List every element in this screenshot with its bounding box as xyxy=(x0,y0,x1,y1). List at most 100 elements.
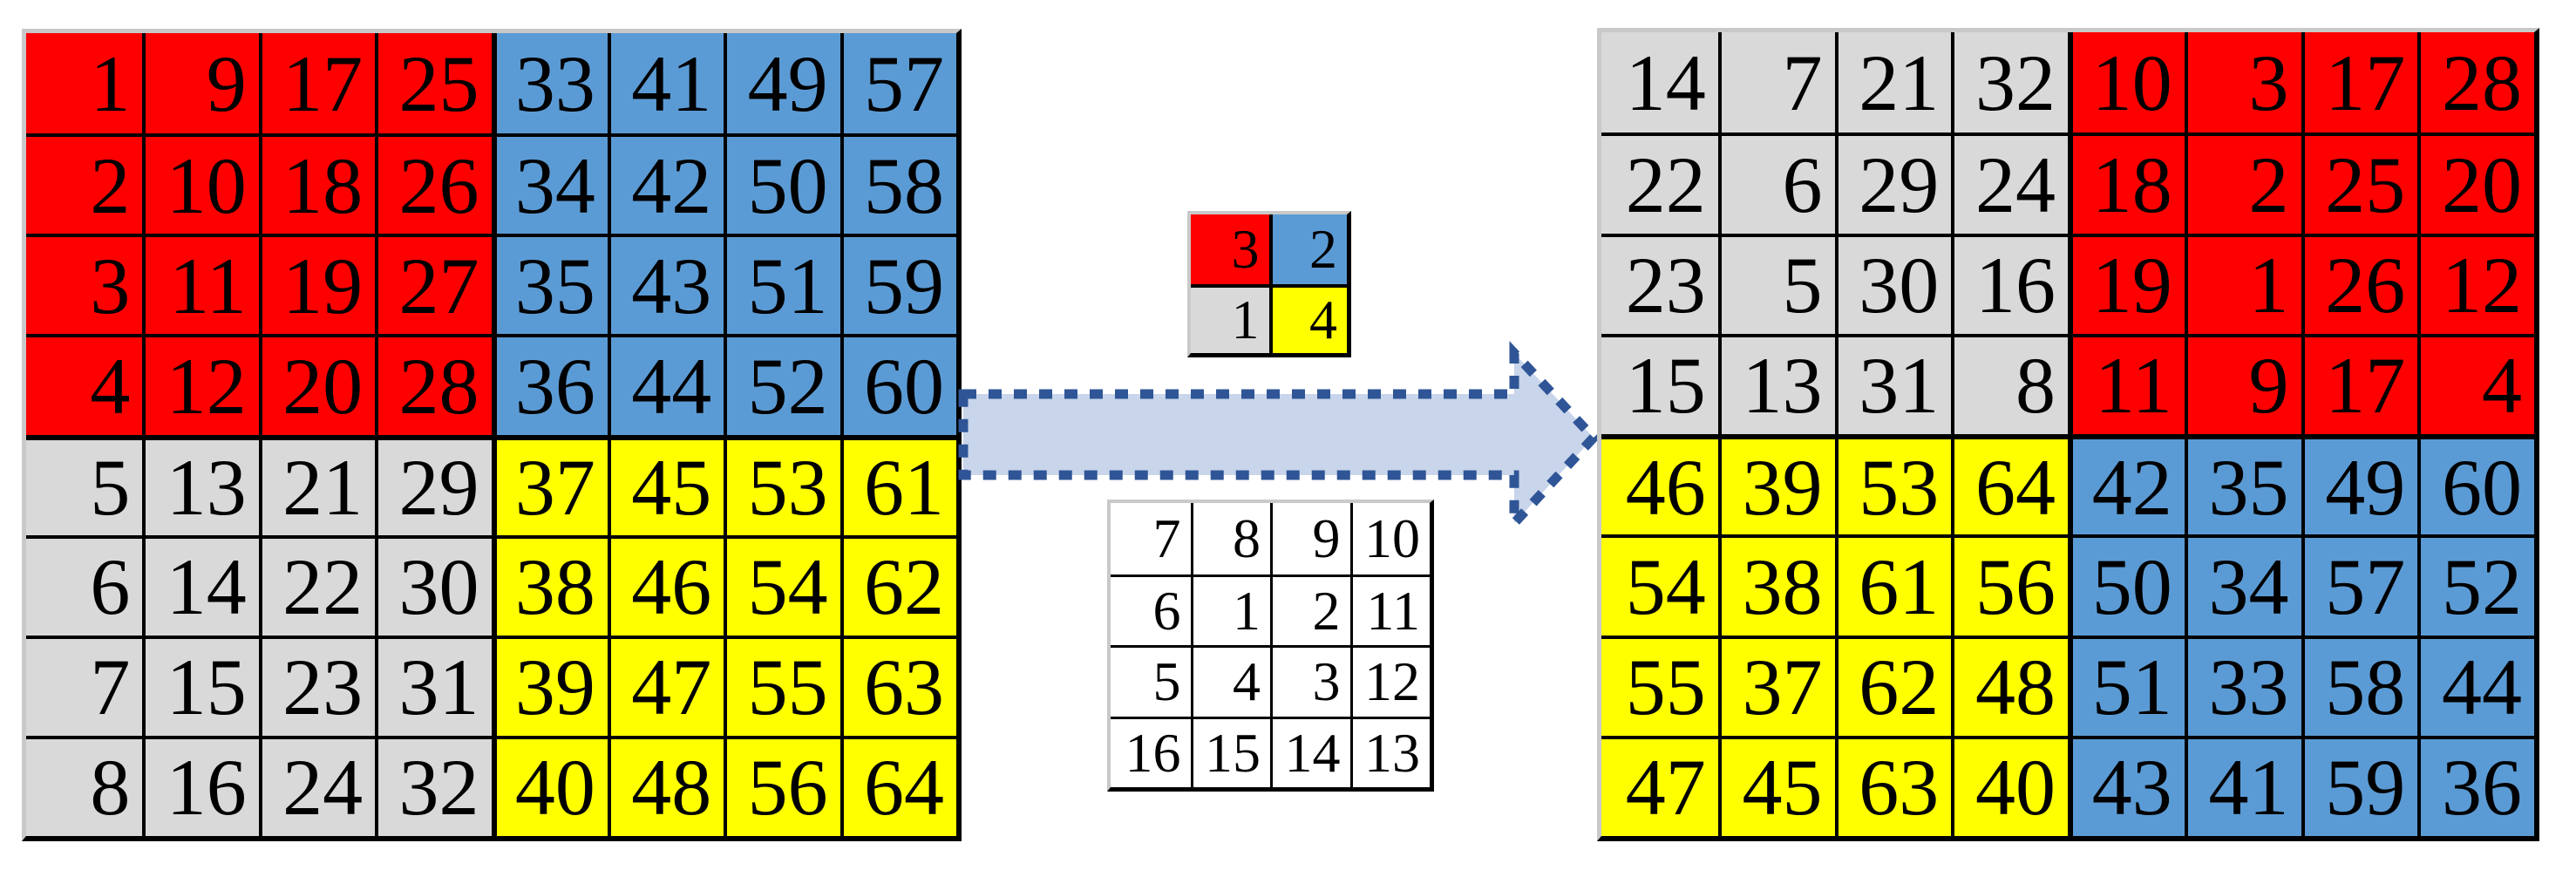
grid-cell: 42 xyxy=(607,133,724,235)
grid-cell: 44 xyxy=(2417,635,2534,736)
grid-cell: 56 xyxy=(1951,534,2068,636)
grid-cell: 53 xyxy=(724,434,840,535)
grid-cell: 43 xyxy=(607,234,724,335)
grid-cell: 53 xyxy=(1834,434,1952,535)
grid-cell: 64 xyxy=(1951,434,2068,535)
grid-cell: 45 xyxy=(607,434,724,535)
grid-cell: 4 xyxy=(1268,283,1347,353)
grid-cell: 35 xyxy=(491,234,608,335)
grid-cell: 64 xyxy=(839,735,956,836)
grid-cell: 51 xyxy=(2068,635,2185,736)
grid-cell: 13 xyxy=(142,434,259,535)
grid-cell: 3 xyxy=(1191,214,1269,284)
grid-cell: 60 xyxy=(2417,434,2534,535)
grid-cell: 4 xyxy=(2417,333,2534,434)
grid-cell: 56 xyxy=(724,735,840,836)
grid-cell: 48 xyxy=(607,735,724,836)
grid-cell: 16 xyxy=(1111,716,1191,787)
grid-cell: 43 xyxy=(2068,735,2185,836)
grid-cell: 7 xyxy=(1111,503,1191,574)
grid-cell: 25 xyxy=(375,33,492,134)
grid-cell: 1 xyxy=(26,33,143,134)
grid-cell: 38 xyxy=(1717,534,1835,636)
grid-cell: 11 xyxy=(2068,333,2185,434)
grid-cell: 37 xyxy=(1717,635,1835,736)
grid-cell: 29 xyxy=(1834,133,1952,234)
grid-cell: 47 xyxy=(1601,735,1718,836)
grid-cell: 62 xyxy=(839,534,956,636)
grid-cell: 17 xyxy=(2301,333,2418,434)
grid-cell: 28 xyxy=(2417,32,2534,133)
grid-cell: 40 xyxy=(491,735,608,836)
grid-cell: 45 xyxy=(1717,735,1835,836)
grid-cell: 20 xyxy=(2417,133,2534,234)
grid-cell: 59 xyxy=(2301,735,2418,836)
grid-cell: 20 xyxy=(258,334,376,435)
grid-cell: 60 xyxy=(839,334,956,435)
grid-cell: 63 xyxy=(839,635,956,736)
grid-cell: 12 xyxy=(2417,233,2534,334)
grid-cell: 6 xyxy=(1717,133,1835,234)
grid-cell: 1 xyxy=(1190,574,1270,645)
grid-cell: 23 xyxy=(1601,233,1718,334)
grid-cell: 55 xyxy=(1601,635,1718,736)
grid-cell: 28 xyxy=(375,334,492,435)
grid-cell: 19 xyxy=(2068,233,2185,334)
grid-cell: 35 xyxy=(2184,434,2301,535)
grid-cell: 39 xyxy=(1717,434,1835,535)
grid-cell: 32 xyxy=(1951,32,2068,133)
grid-cell: 3 xyxy=(2184,32,2301,133)
grid-cell: 6 xyxy=(26,534,143,636)
grid-cell: 36 xyxy=(491,334,608,435)
grid-cell: 46 xyxy=(607,534,724,636)
grid-cell: 27 xyxy=(375,234,492,335)
right-block-arrow-icon xyxy=(958,341,1601,536)
grid-cell: 33 xyxy=(2184,635,2301,736)
grid-cell: 57 xyxy=(839,33,956,134)
grid-cell: 7 xyxy=(1717,32,1835,133)
grid-cell: 14 xyxy=(142,534,259,636)
grid-cell: 30 xyxy=(375,534,492,636)
grid-cell: 11 xyxy=(1349,574,1430,645)
grid-cell: 2 xyxy=(26,133,143,235)
grid-cell: 5 xyxy=(26,434,143,535)
grid-cell: 36 xyxy=(2417,735,2534,836)
grid-cell: 17 xyxy=(2301,32,2418,133)
grid-cell: 61 xyxy=(839,434,956,535)
grid-cell: 49 xyxy=(724,33,840,134)
grid-cell: 2 xyxy=(1268,214,1347,284)
grid-cell: 21 xyxy=(258,434,376,535)
grid-cell: 16 xyxy=(1951,233,2068,334)
grid-cell: 52 xyxy=(2417,534,2534,636)
grid-cell: 12 xyxy=(1349,645,1430,717)
grid-cell: 29 xyxy=(375,434,492,535)
grid-cell: 32 xyxy=(375,735,492,836)
grid-cell: 24 xyxy=(258,735,376,836)
grid-cell: 54 xyxy=(1601,534,1718,636)
grid-cell: 23 xyxy=(258,635,376,736)
grid-cell: 10 xyxy=(2068,32,2185,133)
grid-cell: 22 xyxy=(258,534,376,636)
grid-cell: 18 xyxy=(258,133,376,235)
grid-cell: 26 xyxy=(2301,233,2418,334)
grid-cell: 37 xyxy=(491,434,608,535)
grid-cell: 2 xyxy=(1270,574,1350,645)
grid-cell: 15 xyxy=(142,635,259,736)
grid-cell: 5 xyxy=(1111,645,1191,717)
grid-cell: 15 xyxy=(1190,716,1270,787)
grid-cell: 4 xyxy=(26,334,143,435)
grid-cell: 9 xyxy=(142,33,259,134)
grid-cell: 49 xyxy=(2301,434,2418,535)
grid-cell: 21 xyxy=(1834,32,1952,133)
grid-cell: 34 xyxy=(491,133,608,235)
grid-cell: 8 xyxy=(1951,333,2068,434)
grid-cell: 18 xyxy=(2068,133,2185,234)
grid-cell: 55 xyxy=(724,635,840,736)
grid-cell: 40 xyxy=(1951,735,2068,836)
grid-cell: 11 xyxy=(142,234,259,335)
grid-cell: 3 xyxy=(26,234,143,335)
grid-cell: 58 xyxy=(2301,635,2418,736)
